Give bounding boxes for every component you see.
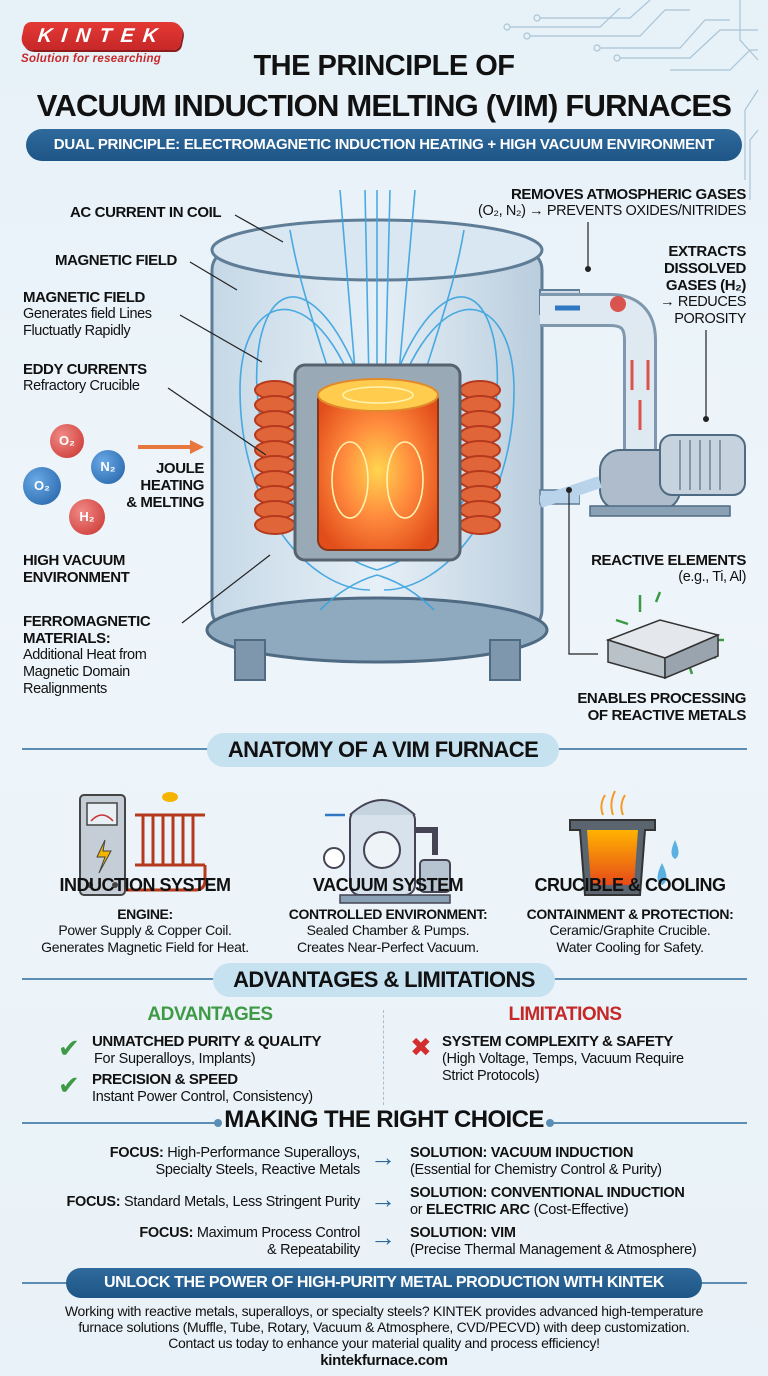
molecule-o2-blue: O₂ <box>23 467 61 505</box>
anatomy-col-induction: INDUCTION SYSTEM ENGINE: Power Supply & … <box>41 875 249 955</box>
divider-choice-right <box>553 1122 747 1124</box>
vacuum-pump-illustration <box>540 293 746 517</box>
cta-banner: UNLOCK THE POWER OF HIGH-PURITY METAL PR… <box>66 1268 702 1298</box>
label-eddy-currents: EDDY CURRENTS Refractory Crucible <box>23 361 147 394</box>
metal-ingot-icon <box>605 591 724 680</box>
arrow-right-icon: → <box>370 1142 396 1172</box>
advantage-item: UNMATCHED PURITY & QUALITY For Superallo… <box>92 1033 322 1067</box>
advantages-heading: ADVANTAGES <box>147 1004 273 1025</box>
dual-principle-banner: DUAL PRINCIPLE: ELECTROMAGNETIC INDUCTIO… <box>26 129 742 161</box>
label-magnetic-field-lines: MAGNETIC FIELD Generates field Lines Flu… <box>23 289 152 339</box>
limitations-heading: LIMITATIONS <box>508 1004 622 1025</box>
molecule-n2: N₂ <box>91 450 125 484</box>
adv-lim-divider <box>383 1010 384 1105</box>
label-ferromagnetic: FERROMAGNETIC MATERIALS: Additional Heat… <box>23 613 151 697</box>
divider-dot <box>214 1119 222 1127</box>
vacuum-system-icon <box>323 799 451 904</box>
footer-line2: furnace solutions (Muffle, Tube, Rotary,… <box>78 1319 690 1335</box>
label-enables-processing: ENABLES PROCESSING OF REACTIVE METALS <box>577 690 746 724</box>
choice-solution-2: SOLUTION: CONVENTIONAL INDUCTION or ELEC… <box>410 1185 685 1218</box>
choice-focus-3: FOCUS: Maximum Process Control & Repeata… <box>139 1225 360 1258</box>
choice-heading: MAKING THE RIGHT CHOICE <box>224 1106 544 1133</box>
label-removes-gases: REMOVES ATMOSPHERIC GASES (O₂, N₂) → PRE… <box>478 186 746 219</box>
choice-focus-1: FOCUS: High-Performance Superalloys, Spe… <box>109 1145 361 1178</box>
page-title-line1: THE PRINCIPLE OF <box>253 50 515 82</box>
label-extracts-gases: EXTRACTS DISSOLVED GASES (H₂) → REDUCES … <box>660 243 746 327</box>
choice-solution-3: SOLUTION: VIM (Precise Thermal Managemen… <box>410 1225 697 1258</box>
arrow-right-icon: → <box>370 1184 396 1214</box>
circuit-decoration <box>503 0 759 200</box>
label-high-vacuum: HIGH VACUUM ENVIRONMENT <box>23 552 130 586</box>
choice-solution-1: SOLUTION: VACUUM INDUCTION (Essential fo… <box>410 1145 662 1178</box>
x-icon: ✖ <box>410 1032 432 1062</box>
limitation-item: SYSTEM COMPLEXITY & SAFETY (High Voltage… <box>442 1033 684 1084</box>
footer-line3: Contact us today to enhance your materia… <box>168 1335 600 1351</box>
anatomy-col-vacuum: VACUUM SYSTEM CONTROLLED ENVIRONMENT: Se… <box>288 875 488 955</box>
footer-line1: Working with reactive metals, superalloy… <box>64 1303 704 1319</box>
divider-choice-left <box>22 1122 217 1124</box>
logo-tagline: Solution for researching <box>21 53 162 65</box>
advantage-item: PRECISION & SPEED Instant Power Control,… <box>92 1071 313 1105</box>
crucible-cooling-icon <box>569 790 679 896</box>
check-icon: ✔ <box>58 1033 80 1063</box>
choice-focus-2: FOCUS: Standard Metals, Less Stringent P… <box>66 1194 360 1210</box>
label-reactive-elements: REACTIVE ELEMENTS (e.g., Ti, Al) <box>591 552 746 585</box>
label-joule-heating: JOULE HEATING & MELTING <box>126 460 204 511</box>
induction-system-icon <box>79 792 207 896</box>
anatomy-heading: ANATOMY OF A VIM FURNACE <box>207 733 559 767</box>
adv-lim-heading: ADVANTAGES & LIMITATIONS <box>213 963 555 997</box>
leader-lines <box>138 214 709 655</box>
check-icon: ✔ <box>58 1070 80 1100</box>
molecule-o2-red: O₂ <box>50 424 84 458</box>
arrow-right-icon: → <box>370 1222 396 1252</box>
divider-dot <box>546 1119 554 1127</box>
label-magnetic-field: MAGNETIC FIELD <box>55 252 177 269</box>
label-ac-current: AC CURRENT IN COIL <box>70 204 222 221</box>
page-title-line2: VACUUM INDUCTION MELTING (VIM) FURNACES <box>36 88 732 123</box>
molecule-h2: H₂ <box>69 499 105 535</box>
website-link[interactable]: kintekfurnace.com <box>320 1352 448 1369</box>
anatomy-col-crucible: CRUCIBLE & COOLING CONTAINMENT & PROTECT… <box>526 875 734 955</box>
